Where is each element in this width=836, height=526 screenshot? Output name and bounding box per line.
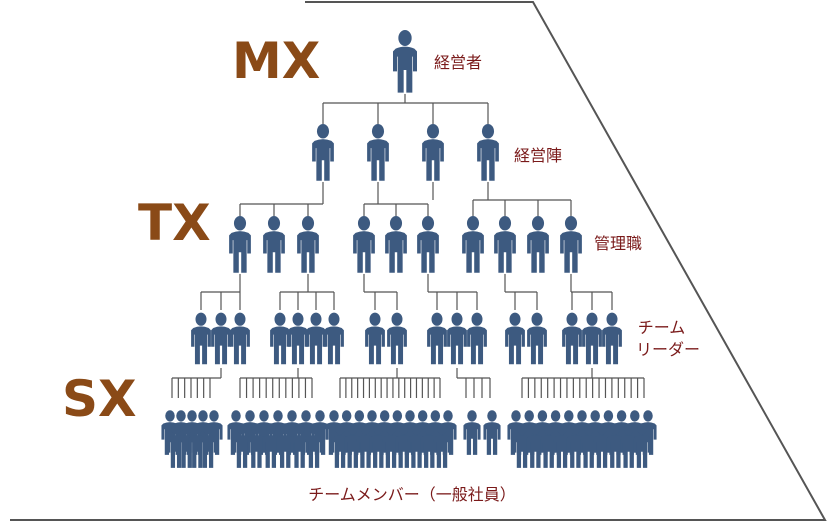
team-leader-figure bbox=[270, 312, 290, 365]
team-member-figure bbox=[463, 410, 481, 455]
team-leader-figure bbox=[230, 312, 250, 365]
team-leader-figure bbox=[427, 312, 447, 365]
executive-figure bbox=[393, 30, 417, 93]
manager-figure bbox=[297, 216, 319, 273]
role-label-team-leader: チーム リーダー bbox=[636, 318, 700, 359]
team-leader-figure bbox=[447, 312, 467, 365]
management-figure bbox=[367, 124, 389, 181]
team-leader-figure bbox=[505, 312, 525, 365]
role-label-team-leader-line1: チーム bbox=[638, 318, 686, 337]
tier-label-sx: SX bbox=[62, 370, 137, 428]
role-label-members: チームメンバー（一般社員） bbox=[308, 485, 516, 504]
manager-figure bbox=[417, 216, 439, 273]
manager-figure bbox=[462, 216, 484, 273]
management-figure bbox=[477, 124, 499, 181]
team-leader-figure bbox=[467, 312, 487, 365]
manager-figure bbox=[263, 216, 285, 273]
management-figure bbox=[312, 124, 334, 181]
team-leader-figure bbox=[191, 312, 211, 365]
management-figure bbox=[422, 124, 444, 181]
manager-figure bbox=[353, 216, 375, 273]
tier-label-tx: TX bbox=[138, 194, 211, 252]
manager-figure bbox=[494, 216, 516, 273]
team-leader-figure bbox=[211, 312, 231, 365]
team-leader-figure bbox=[562, 312, 582, 365]
team-leader-figure bbox=[602, 312, 622, 365]
tier-label-mx: MX bbox=[232, 32, 320, 90]
org-people bbox=[161, 30, 657, 468]
role-label-executive: 経営者 bbox=[434, 53, 482, 72]
manager-figure bbox=[527, 216, 549, 273]
team-leader-figure bbox=[387, 312, 407, 365]
pyramid-outline bbox=[10, 1, 827, 521]
team-leader-figure bbox=[288, 312, 308, 365]
team-leader-figure bbox=[582, 312, 602, 365]
team-leader-figure bbox=[527, 312, 547, 365]
role-label-team-leader-line2: リーダー bbox=[636, 340, 700, 359]
manager-figure bbox=[229, 216, 251, 273]
manager-figure bbox=[560, 216, 582, 273]
team-leader-figure bbox=[324, 312, 344, 365]
role-label-management-team: 経営陣 bbox=[514, 146, 562, 165]
org-connectors bbox=[171, 94, 645, 398]
team-leader-figure bbox=[306, 312, 326, 365]
manager-figure bbox=[385, 216, 407, 273]
role-label-managers: 管理職 bbox=[594, 234, 642, 253]
team-member-figure bbox=[483, 410, 501, 455]
team-leader-figure bbox=[365, 312, 385, 365]
